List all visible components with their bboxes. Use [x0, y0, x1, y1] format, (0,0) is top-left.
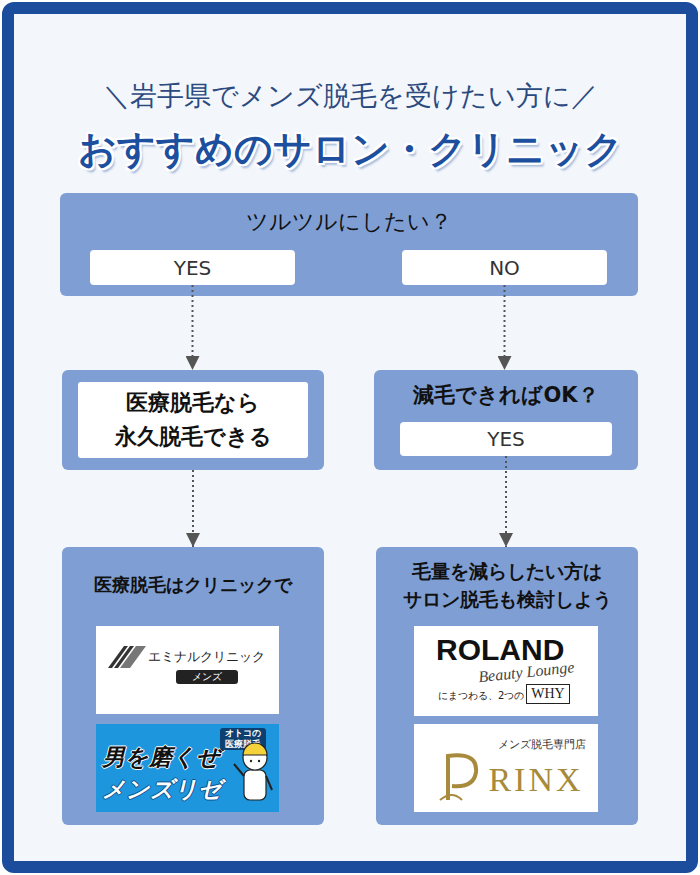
question-band: ツルツルにしたい？ YES NO	[60, 193, 638, 296]
salon-logo: ROLANDBeauty Loungeにまつわる、2つのWHY	[414, 626, 598, 716]
rize-character	[234, 743, 272, 800]
node-text: メンズリゼ	[102, 774, 242, 804]
result-box: 医療脱毛なら 永久脱毛できる	[62, 370, 324, 470]
rinx-mark	[440, 755, 476, 800]
clinic-logo: 男を磨くぜメンズリゼオトコの 医療脱毛	[96, 724, 279, 812]
recommend-box: 毛量を減らしたい方は サロン脱毛も検討しよう ROLANDBeauty Loung…	[376, 547, 638, 825]
node-text: 医療脱毛はクリニックで	[62, 573, 324, 596]
salon-logo: メンズ脱毛専門店 RINX	[414, 724, 598, 812]
answer-box: NO	[402, 250, 607, 285]
node-text: 医療脱毛なら 永久脱毛できる	[78, 382, 308, 458]
node-text: エミナルクリニック	[148, 648, 278, 665]
node-text: RINX	[478, 758, 594, 802]
node-text: NO	[402, 255, 607, 281]
clinic-logo: エミナルクリニックメンズ	[96, 626, 279, 714]
flow-arrow	[192, 285, 194, 370]
node-text: WHY	[526, 684, 570, 704]
eminal-mark	[108, 646, 146, 668]
flow-arrow	[504, 285, 506, 370]
node-text: YES	[400, 426, 612, 452]
node-text: ツルツルにしたい？	[60, 207, 638, 236]
flow-arrow	[192, 470, 194, 547]
node-text: メンズ脱毛専門店	[490, 738, 594, 752]
heading-label: ＼岩手県でメンズ脱毛を受けたい方に／	[0, 78, 700, 114]
answer-box: YES	[90, 250, 295, 285]
flow-arrow	[505, 456, 507, 547]
recommend-box: 医療脱毛はクリニックでエミナルクリニックメンズ男を磨くぜメンズリゼオトコの 医療…	[62, 547, 324, 825]
node-text: 毛量を減らしたい方は サロン脱毛も検討しよう	[376, 557, 638, 613]
question-box: 減毛できればOK？ YES	[374, 370, 638, 470]
answer-box: YES	[400, 422, 612, 456]
node-text: にまつわる、2つの	[438, 689, 528, 702]
diagram-title: おすすめのサロン・クリニック	[0, 124, 700, 175]
node-text: YES	[90, 255, 295, 281]
node-text: 減毛できればOK？	[374, 382, 638, 409]
node-text: メンズ	[176, 670, 238, 684]
node-text: オトコの 医療脱毛	[220, 728, 266, 750]
